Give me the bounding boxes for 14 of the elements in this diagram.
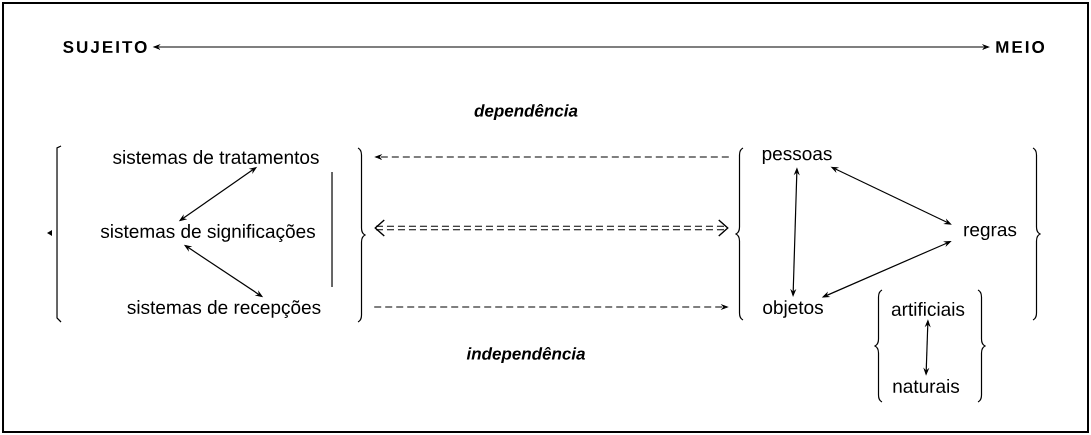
- term-label: sistemas de recepções: [127, 300, 321, 318]
- term-label: regras: [964, 225, 1017, 241]
- heading-label: MEIO: [996, 40, 1045, 53]
- term-label: naturais: [893, 379, 960, 393]
- term-label: sistemas de tratamentos: [113, 150, 319, 164]
- bracket-group: [47, 145, 366, 323]
- bracket-group: [735, 147, 1041, 321]
- heading-label: SUJEITO: [63, 40, 147, 53]
- term-label: sistemas de significações: [100, 224, 315, 242]
- arrow: [374, 219, 729, 237]
- term-label: pessoas: [762, 149, 832, 165]
- term-label: objetos: [763, 300, 823, 318]
- edge-label: dependência: [472, 101, 580, 123]
- edge-label: independência: [464, 344, 588, 366]
